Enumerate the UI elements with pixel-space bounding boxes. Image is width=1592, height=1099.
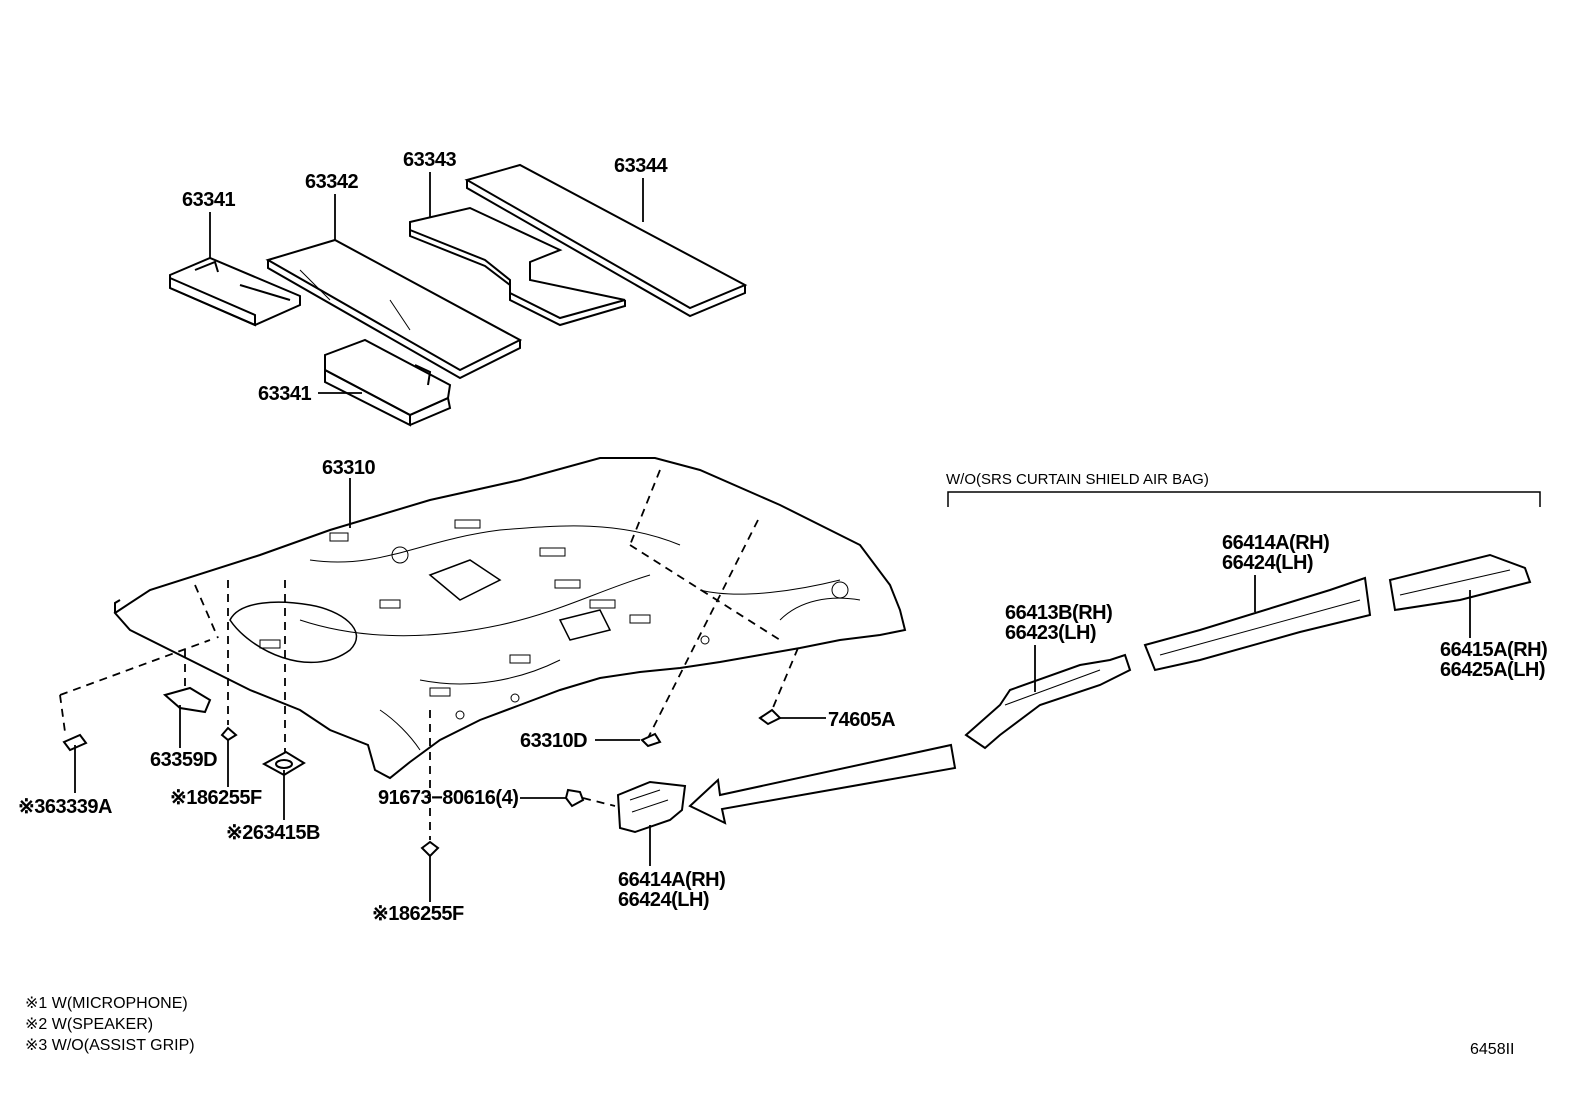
pad-63343 [409,206,626,327]
clip-86255F-b [420,840,440,858]
label-63342: 63342 [305,171,359,193]
label-63341-bottom: 63341 [258,383,312,405]
label-74605A: 74605A [828,709,896,731]
label-66414A-66424-lower: 66414A(RH) 66424(LH) [618,869,726,911]
bolt-91673 [564,788,585,808]
label-63359D: 63359D [150,749,218,771]
group-bracket-line [947,491,1541,507]
label-63415B: ※263415B [226,822,320,844]
label-66414A-rh-lower: 66414A(RH) [618,869,726,891]
cover-63415B [261,750,306,777]
label-66415A-66425A: 66415A(RH) 66425A(LH) [1440,639,1548,681]
group-label-no-airbag: W/O(SRS CURTAIN SHIELD AIR BAG) [946,471,1209,488]
label-63310: 63310 [322,457,376,479]
label-66413B-rh: 66413B(RH) [1005,602,1113,624]
holder-63359D [162,686,212,714]
label-86255F-a: ※186255F [170,787,262,809]
label-66415A-rh: 66415A(RH) [1440,639,1548,661]
headliner-63310 [113,457,907,780]
label-66423-lh: 66423(LH) [1005,622,1097,644]
label-91673-80616: 91673−80616(4) [378,787,519,809]
footnote-2: ※2 W(SPEAKER) [25,1016,154,1033]
label-63339A: ※363339A [18,796,112,818]
label-66414A-rh-upper: 66414A(RH) [1222,532,1330,554]
clip-86255F-a [220,726,238,742]
silencer-63342 [265,238,523,380]
label-63344: 63344 [614,155,668,177]
clip-74605A [758,708,782,726]
direction-arrow [688,743,957,825]
bracket-66414A-lower [616,780,687,834]
label-66424-lh-lower: 66424(LH) [618,889,710,911]
footnote-3: ※3 W/O(ASSIST GRIP) [25,1037,195,1054]
label-63343: 63343 [403,149,457,171]
label-86255F-b: ※186255F [372,903,464,925]
assembly-lines [59,469,799,840]
footnote-1: ※1 W(MICROPHONE) [25,995,188,1012]
label-63341-top: 63341 [182,189,236,211]
leader-lines [74,172,1471,902]
bracket-66415A [1388,553,1532,612]
bracket-66413B [964,653,1132,750]
clip-63310D [640,732,662,748]
label-63310D: 63310D [520,730,588,752]
bracket-66414A-upper [1143,576,1372,672]
pad-63344 [464,163,748,318]
label-66414A-66424-upper: 66414A(RH) 66424(LH) [1222,532,1330,574]
figure-id: 6458II [1470,1041,1515,1058]
clip-63339A [62,733,88,752]
label-66413B-66423: 66413B(RH) 66423(LH) [1005,602,1113,644]
label-66425A-lh: 66425A(LH) [1440,659,1546,681]
pad-63341-bottom [324,338,452,427]
label-66424-lh-upper: 66424(LH) [1222,552,1314,574]
